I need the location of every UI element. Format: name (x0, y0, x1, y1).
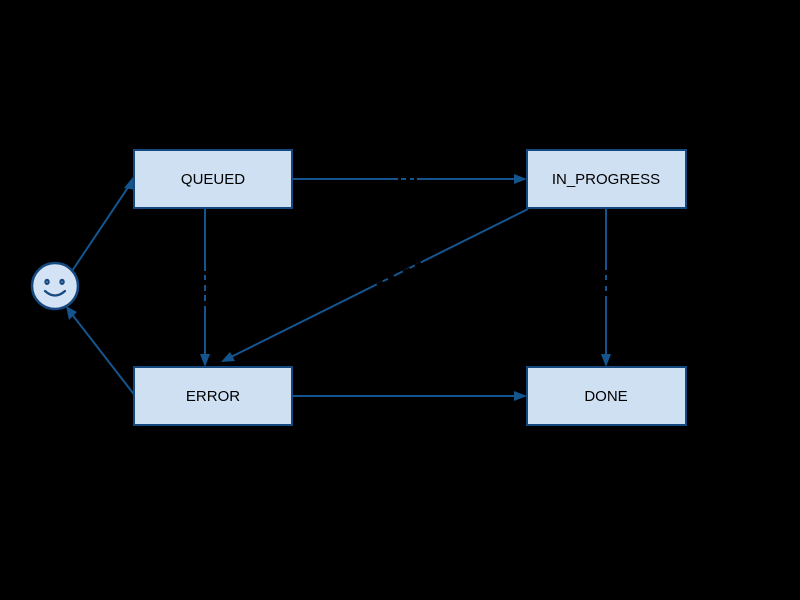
node-label-in-progress: IN_PROGRESS (552, 171, 660, 188)
edge-start-to-queued[interactable] (71, 177, 136, 272)
edge-in-progress-to-done[interactable] (601, 209, 611, 367)
node-label-done: DONE (584, 388, 627, 405)
smiley-face-icon[interactable] (30, 261, 80, 311)
edge-queued-to-error[interactable] (200, 209, 210, 367)
node-error[interactable]: ERROR (133, 366, 293, 426)
edge-error-to-start[interactable] (66, 306, 137, 398)
node-queued[interactable]: QUEUED (133, 149, 293, 209)
node-in-progress[interactable]: IN_PROGRESS (526, 149, 687, 209)
node-label-error: ERROR (186, 388, 240, 405)
node-done[interactable]: DONE (526, 366, 687, 426)
edge-in-progress-to-error[interactable] (221, 208, 529, 362)
edge-error-to-done[interactable] (293, 391, 527, 401)
node-label-queued: QUEUED (181, 171, 245, 188)
edge-queued-to-in-progress[interactable] (293, 174, 527, 184)
